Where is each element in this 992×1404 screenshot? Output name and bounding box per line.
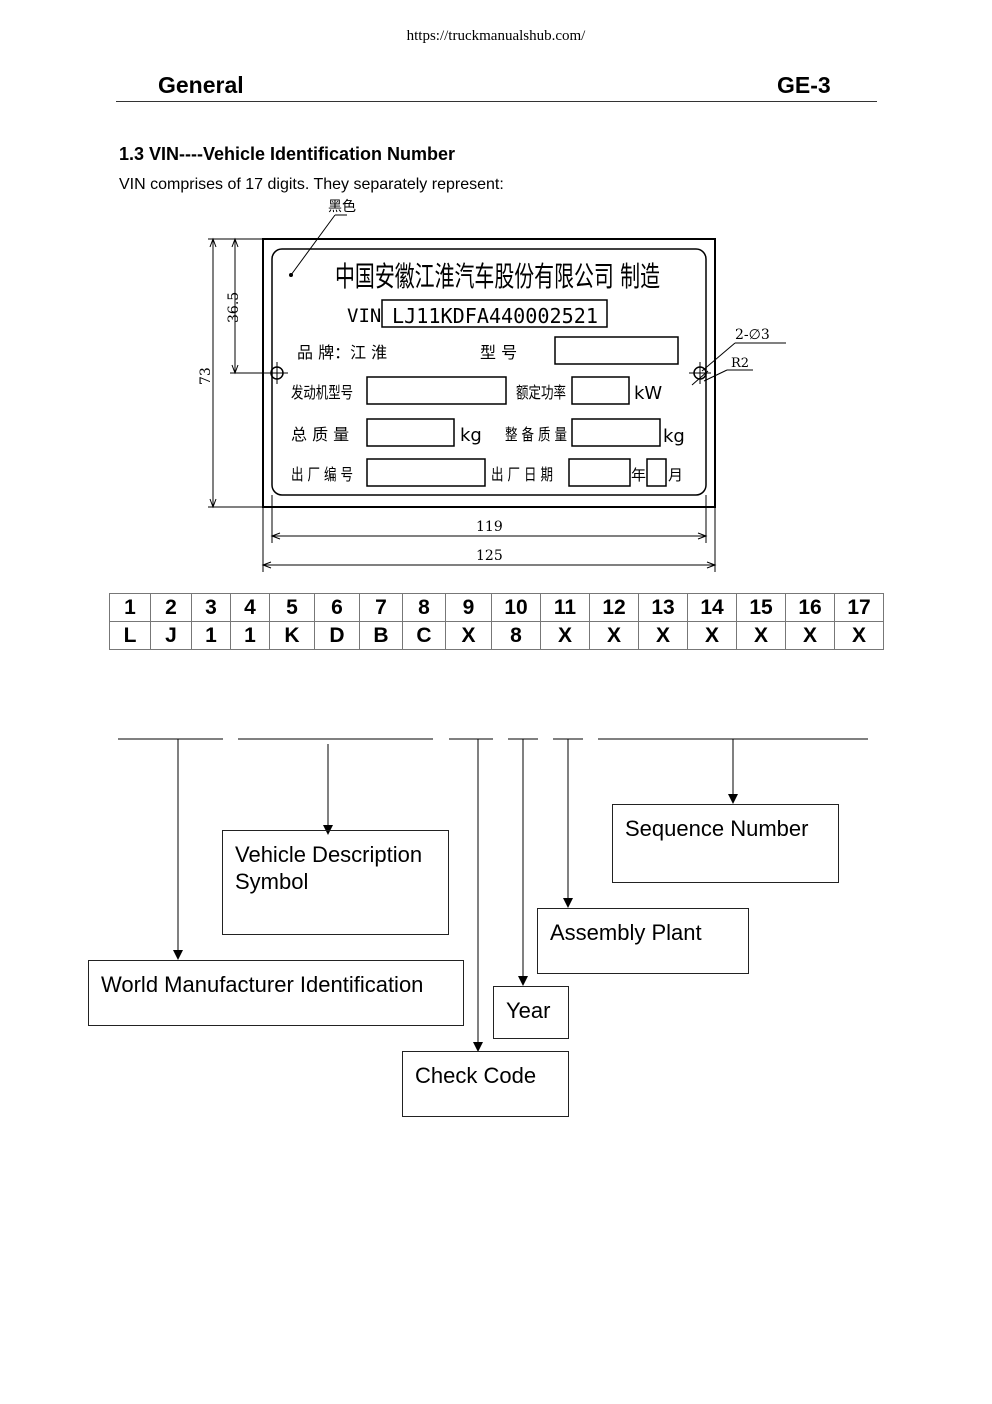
arrow-head — [173, 950, 183, 960]
radius-spec: R2 — [731, 356, 749, 371]
vin-character: X — [736, 621, 786, 650]
source-url: https://truckmanualshub.com/ — [406, 28, 586, 44]
header-rule — [116, 101, 877, 102]
vin-character: B — [359, 621, 403, 650]
vin-position: 8 — [402, 593, 446, 622]
year-box — [568, 458, 631, 487]
plate-company: 中国安徽江淮汽车股份有限公司 制造 — [335, 260, 660, 293]
curb-mass-unit: kg — [663, 426, 685, 447]
serial-box — [366, 458, 486, 487]
serial-label: 出 厂 编 号 — [291, 465, 353, 484]
dim-hole-offset: 36.5 — [226, 292, 242, 323]
vin-character: 1 — [191, 621, 231, 650]
dim-inner-width: 119 — [476, 519, 503, 535]
arrow-head — [728, 794, 738, 804]
dim-height: 73 — [198, 367, 214, 385]
vin-character: J — [150, 621, 192, 650]
power-unit: kW — [634, 383, 662, 404]
arrow-head — [563, 898, 573, 908]
section-intro: VIN comprises of 17 digits. They separat… — [119, 176, 504, 193]
arrow-head — [518, 976, 528, 986]
rated-power-label: 额定功率 — [516, 383, 566, 402]
year-label-box: Year — [493, 986, 569, 1039]
page-number: GE-3 — [777, 72, 831, 98]
vin-character: X — [445, 621, 492, 650]
vds-label-box: Vehicle Description Symbol — [222, 830, 449, 935]
vin-position: 5 — [269, 593, 315, 622]
hole-spec: 2-∅3 — [735, 327, 770, 343]
check-code-label-box: Check Code — [402, 1051, 569, 1117]
arrow-head — [473, 1042, 483, 1052]
vin-character: L — [109, 621, 151, 650]
vin-character: C — [402, 621, 446, 650]
header-title: General — [158, 72, 244, 98]
wmi-label-box: World Manufacturer Identification — [88, 960, 464, 1026]
vin-label: VIN — [347, 305, 381, 327]
engine-model-box — [366, 376, 507, 405]
vin-character: X — [785, 621, 835, 650]
dim-outer-width: 125 — [476, 548, 503, 564]
production-date-label: 出 厂 日 期 — [491, 465, 553, 484]
vin-character-row: L J 1 1 K D B C X 8 X X X X X X X — [109, 621, 884, 650]
color-note: 黑色 — [328, 198, 356, 215]
year-char: 年 — [631, 466, 646, 484]
model-label: 型 号 — [480, 343, 517, 362]
vin-character: D — [314, 621, 360, 650]
vin-position: 10 — [491, 593, 541, 622]
vin-character: X — [834, 621, 884, 650]
vin-nameplate-drawing: 黑色 中国安徽江淮汽车股份有限公司 制造 VIN LJ11KDFA4400025… — [198, 198, 786, 572]
vin-position-table: 1 2 3 4 5 6 7 8 9 10 11 12 13 14 15 16 1… — [109, 593, 884, 650]
vin-value-box — [381, 299, 608, 328]
vin-position-row: 1 2 3 4 5 6 7 8 9 10 11 12 13 14 15 16 1… — [109, 593, 884, 622]
curb-mass-box — [571, 418, 661, 447]
model-box — [554, 336, 679, 365]
gross-mass-label: 总 质 量 — [291, 425, 349, 444]
gross-mass-box — [366, 418, 455, 447]
vin-character: 8 — [491, 621, 541, 650]
vin-position: 16 — [785, 593, 835, 622]
vin-value: LJ11KDFA440002521 — [392, 304, 598, 328]
vin-position: 12 — [589, 593, 639, 622]
vin-character: 1 — [230, 621, 270, 650]
brand-label: 品 牌：江 淮 — [297, 343, 387, 362]
engine-model-label: 发动机型号 — [291, 383, 353, 402]
gross-mass-unit: kg — [460, 425, 482, 446]
curb-mass-label: 整 备 质 量 — [505, 425, 567, 444]
vin-position: 3 — [191, 593, 231, 622]
month-char: 月 — [668, 466, 683, 484]
vin-character: X — [687, 621, 737, 650]
sequence-label-box: Sequence Number — [612, 804, 839, 883]
section-title: 1.3 VIN----Vehicle Identification Number — [119, 144, 456, 164]
plant-label-box: Assembly Plant — [537, 908, 749, 974]
month-box — [646, 458, 667, 487]
rated-power-box — [571, 376, 630, 405]
